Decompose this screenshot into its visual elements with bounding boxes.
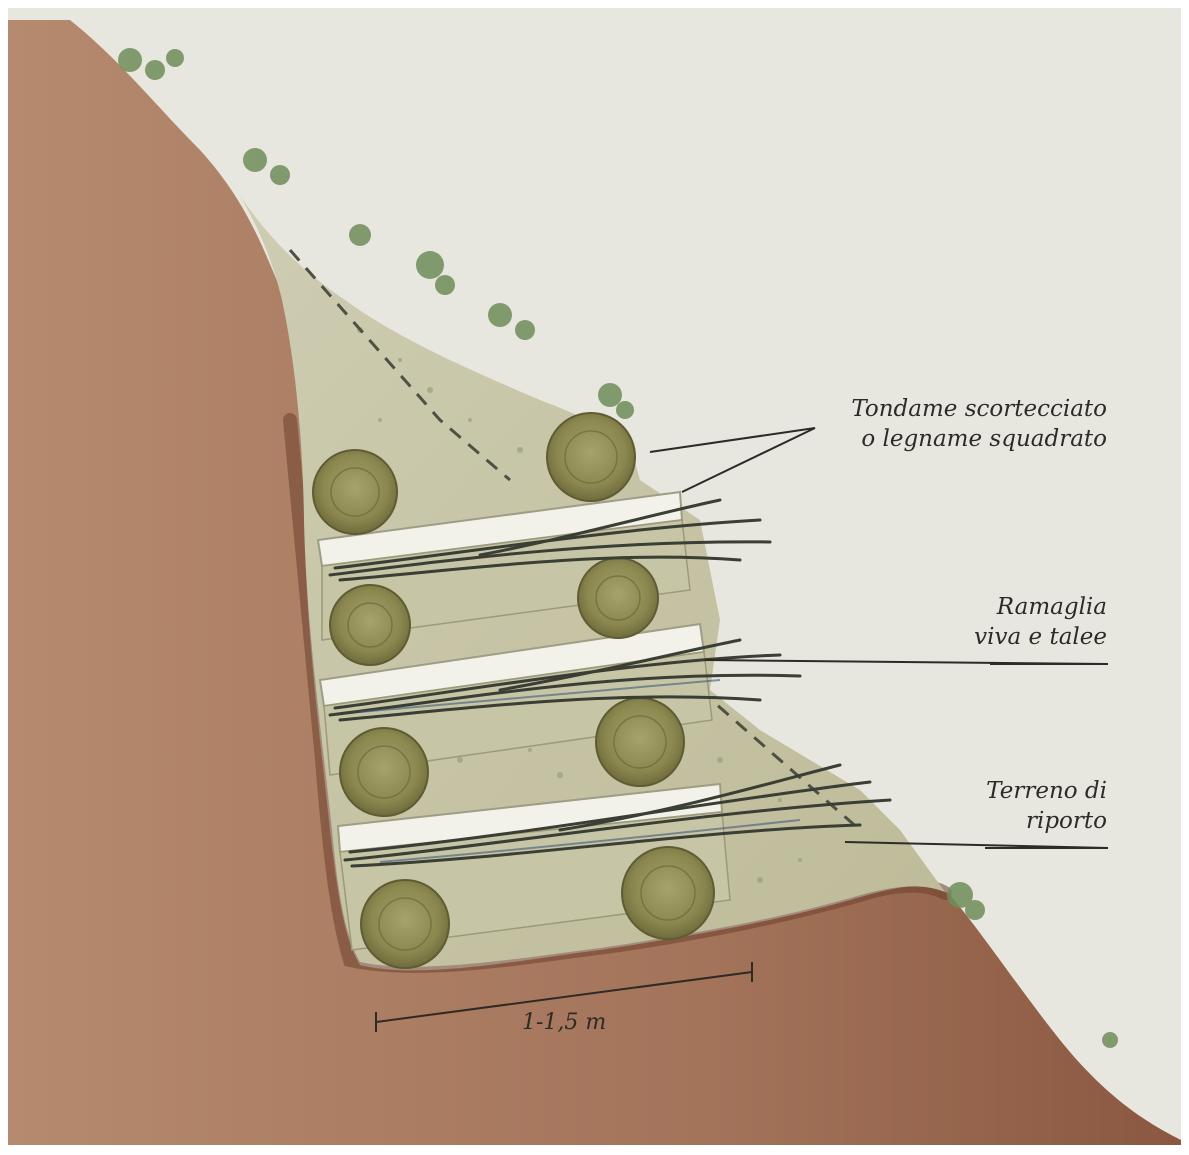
log-4 <box>330 585 410 665</box>
label-tondame: Tondame scortecciato o legname squadrato <box>851 394 1107 454</box>
scale-label: 1-1,5 m <box>522 1010 606 1035</box>
label-tondame-line2: o legname squadrato <box>851 424 1107 454</box>
label-tondame-line1: Tondame scortecciato <box>851 394 1107 424</box>
log-6 <box>340 728 428 816</box>
label-terreno-line2: riporto <box>986 806 1107 836</box>
label-ramaglia-line1: Ramaglia <box>974 592 1107 622</box>
label-ramaglia-line2: viva e talee <box>974 622 1107 652</box>
log-2 <box>313 450 397 534</box>
log-5 <box>596 698 684 786</box>
label-ramaglia: Ramaglia viva e talee <box>974 592 1107 652</box>
label-terreno-line1: Terreno di <box>986 776 1107 806</box>
log-7 <box>622 847 714 939</box>
log-1 <box>547 413 635 501</box>
log-8 <box>361 880 449 968</box>
log-3 <box>578 558 658 638</box>
label-terreno: Terreno di riporto <box>986 776 1107 836</box>
